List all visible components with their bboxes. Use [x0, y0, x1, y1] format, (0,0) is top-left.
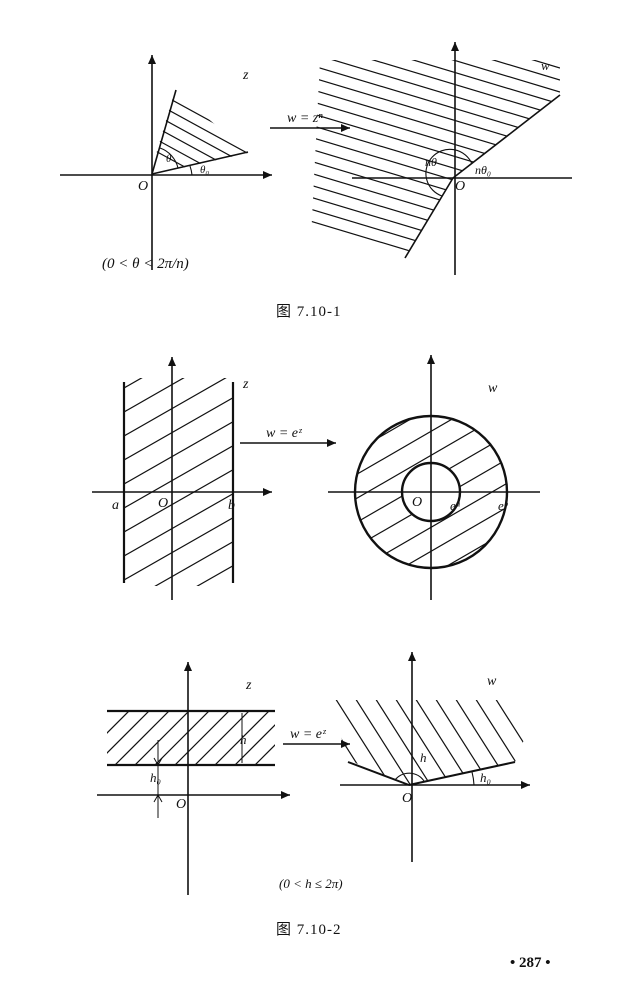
fig2b-w-ray-right: [408, 761, 516, 786]
fig2b-z-h0-arrow-bot: [153, 793, 163, 803]
fig1-z-theta0-label: θ₀: [200, 164, 209, 176]
figure-7-10-2-bottom: h h₀ O z w = eᶻ: [97, 652, 540, 895]
fig1-caption: 图 7.10-1: [276, 304, 342, 320]
fig1-w-plane-label: w: [541, 58, 550, 73]
fig1-w-plane: nθ nθ₀ O w: [310, 42, 572, 275]
fig1-w-ray-lower: [404, 177, 454, 259]
fig2b-w-plane-label: w: [487, 674, 497, 689]
fig2b-w-h0-label: h₀: [480, 770, 491, 785]
fig1-w-ray-upper: [452, 94, 561, 179]
fig1-w-sector-hatch: [310, 60, 560, 258]
fig1-w-origin: O: [455, 179, 465, 194]
fig2a-z-strip-hatch: [124, 378, 234, 586]
figure-7-10-1: θ θ₀ O z w = zⁿ: [60, 42, 572, 275]
figure-7-10-2-top: a b O z w = eᶻ: [92, 355, 540, 600]
fig1-z-plane-label: z: [242, 68, 249, 83]
fig1-z-theta-label: θ: [166, 153, 172, 165]
fig2b-w-ray-left: [347, 761, 410, 786]
fig1-z-theta0-arc: [189, 165, 193, 176]
fig2b-z-plane-label: z: [245, 678, 252, 693]
fig2b-z-origin: O: [176, 797, 186, 812]
fig1-mapping: w = zⁿ: [270, 111, 350, 132]
fig2a-w-origin: O: [412, 495, 422, 510]
fig2a-z-plane: a b O z: [92, 357, 272, 600]
fig2b-w-origin: O: [402, 791, 412, 806]
fig1-z-theta-arc: [159, 147, 179, 169]
fig2b-z-h0-arrow-top: [153, 757, 163, 767]
fig1-w-ntheta0-label: nθ₀: [475, 163, 491, 177]
fig2b-w-plane: h h₀ O w: [330, 652, 540, 862]
fig2a-mapping: w = eᶻ: [240, 426, 336, 447]
fig2-condition: (0 < h ≤ 2π): [279, 876, 343, 891]
fig2b-z-h0-label: h₀: [150, 770, 161, 785]
fig1-condition: (0 < θ < 2π/n): [102, 256, 189, 272]
fig2b-w-h0-arc: [471, 771, 475, 786]
fig1-w-ntheta-label: nθ: [425, 155, 437, 169]
fig2a-w-ea-label: eᵃ: [450, 498, 461, 513]
fig2b-map-label: w = eᶻ: [290, 727, 327, 742]
fig2a-w-plane: O eᵃ eᵇ w: [328, 355, 540, 600]
fig2a-w-eb-label: eᵇ: [498, 498, 509, 513]
fig2b-w-wedge-hatch: [330, 700, 540, 785]
fig2a-z-plane-label: z: [242, 377, 249, 392]
fig2a-w-plane-label: w: [488, 381, 498, 396]
fig2b-w-h-arc: [394, 772, 425, 782]
fig1-w-ntheta-arc: [425, 148, 473, 197]
fig1-map-label: w = zⁿ: [287, 111, 323, 126]
fig2a-z-b-label: b: [228, 498, 235, 513]
fig1-z-origin: O: [138, 179, 148, 194]
fig1-z-ray-upper: [151, 89, 177, 175]
fig2b-mapping: w = eᶻ: [283, 727, 350, 748]
fig2a-z-origin: O: [158, 496, 168, 511]
fig2-caption: 图 7.10-2: [276, 922, 342, 938]
fig2b-z-plane: h h₀ O z: [97, 662, 290, 895]
fig2b-z-strip-hatch: [107, 711, 275, 765]
fig1-z-plane: θ θ₀ O z: [60, 55, 272, 270]
fig1-z-ray-lower: [151, 151, 249, 175]
fig2a-z-a-label: a: [112, 498, 119, 513]
fig2b-w-h-label: h: [420, 750, 427, 765]
fig2a-map-label: w = eᶻ: [266, 426, 303, 441]
fig2a-w-annulus-hatch: [355, 416, 507, 568]
page-number: • 287 •: [510, 955, 551, 971]
fig2b-z-h-label: h: [240, 732, 247, 747]
